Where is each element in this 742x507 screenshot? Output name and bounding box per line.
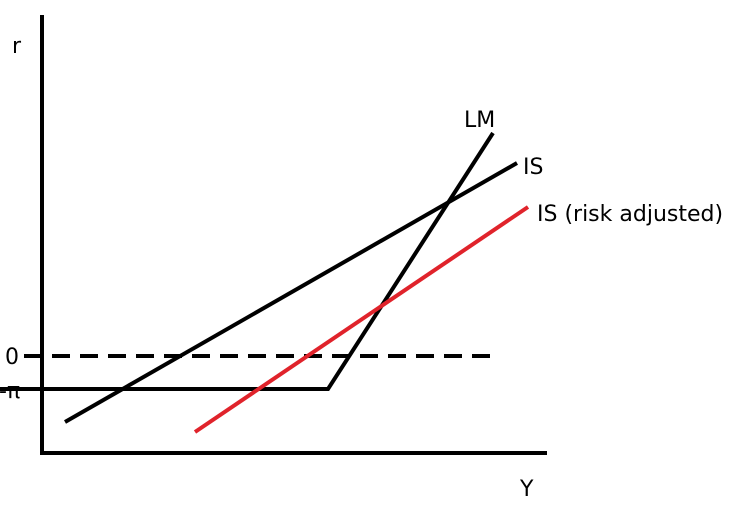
is-risk-adjusted-curve xyxy=(193,205,530,434)
is-curve xyxy=(64,161,518,424)
is-curve-label: IS xyxy=(523,155,543,180)
zero-level-label: 0 xyxy=(5,345,19,370)
x-axis-label: Y xyxy=(519,477,534,502)
neg-pi-level-label: -π xyxy=(0,379,20,404)
lm-curve xyxy=(0,131,495,391)
y-axis-label: r xyxy=(12,34,22,59)
is-risk-adjusted-curve-label: IS (risk adjusted) xyxy=(537,202,723,227)
lm-curve-label: LM xyxy=(464,108,495,133)
